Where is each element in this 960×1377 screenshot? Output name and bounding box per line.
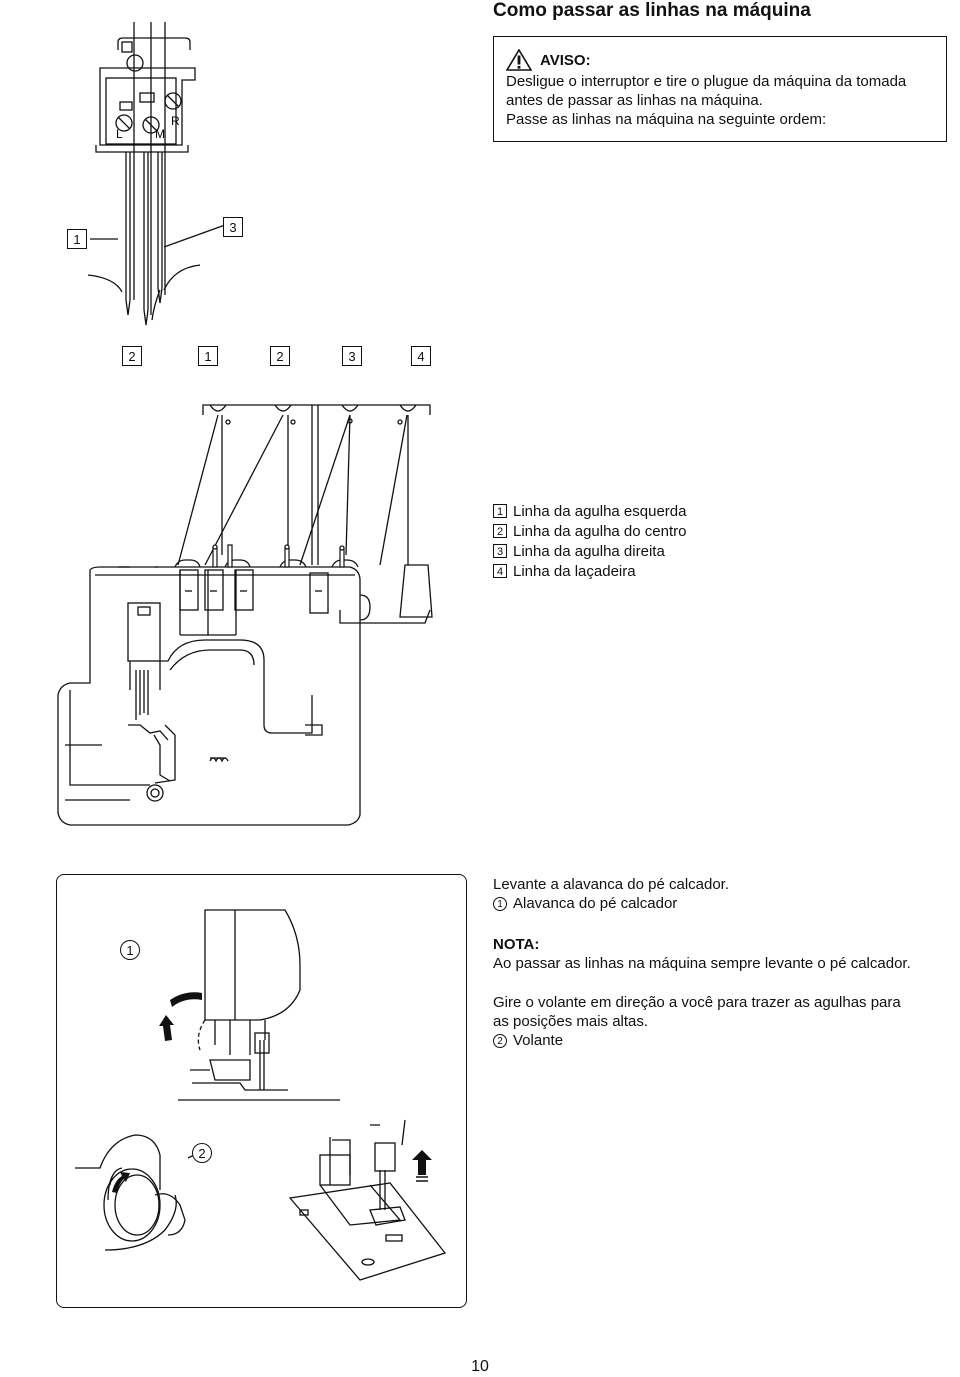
warning-line: antes de passar as linhas na máquina.: [506, 92, 763, 109]
handwheel-line: Gire o volante em direção a você para tr…: [493, 994, 901, 1011]
page-title: Como passar as linhas na máquina: [493, 0, 811, 21]
page-number: 10: [471, 1358, 489, 1375]
callout-thread-4: 4: [411, 346, 431, 366]
figure-box: [56, 874, 467, 1308]
callout-text: Volante: [513, 1032, 564, 1049]
callout-lever: 1: [120, 940, 140, 960]
warning-text: Desligue o interruptor e tire o plugue d…: [506, 72, 942, 129]
needle-clamp-figure: L M R: [87, 22, 226, 326]
warning-heading-text: AVISO:: [540, 51, 591, 69]
callout-needle-center: 2: [122, 346, 142, 366]
presser-foot-instruction: Levante a alavanca do pé calcador.: [493, 876, 730, 893]
legend-item: 2 Linha da agulha do centro: [493, 522, 686, 542]
note-heading: NOTA:: [493, 936, 540, 953]
callout-thread-3: 3: [342, 346, 362, 366]
legend-text: Linha da agulha direita: [513, 543, 665, 560]
legend-text: Linha da laçadeira: [513, 563, 636, 580]
callout-thread-2: 2: [270, 346, 290, 366]
callout-text: Alavanca do pé calcador: [513, 895, 678, 912]
legend-num: 3: [493, 544, 507, 558]
warning-line: Passe as linhas na máquina na seguinte o…: [506, 111, 827, 128]
warning-box: AVISO: Desligue o interruptor e tire o p…: [493, 36, 947, 142]
note-text: Ao passar as linhas na máquina sempre le…: [493, 955, 911, 972]
callout-needle-right: 3: [223, 217, 243, 237]
callout-num: 1: [493, 897, 507, 911]
handwheel-line: as posições mais altas.: [493, 1013, 649, 1030]
callout-needle-left: 1: [67, 229, 87, 249]
serger-thread-path-figure: [57, 404, 433, 826]
legend-item: 3 Linha da agulha direita: [493, 542, 686, 562]
needle-raised-figure: [288, 1119, 447, 1281]
legend-num: 1: [493, 504, 507, 518]
legend-num: 2: [493, 524, 507, 538]
legend-text: Linha da agulha do centro: [513, 523, 687, 540]
callout-wheel: 2: [192, 1143, 212, 1163]
warning-heading: AVISO:: [506, 49, 591, 71]
legend-text: Linha da agulha esquerda: [513, 503, 687, 520]
legend-item: 1 Linha da agulha esquerda: [493, 502, 686, 522]
callout-num: 2: [493, 1034, 507, 1048]
handwheel-figure: [75, 1134, 200, 1251]
handwheel-callout: 2 Volante: [493, 1031, 563, 1051]
legend-num: 4: [493, 564, 507, 578]
legend-item: 4 Linha da laçadeira: [493, 562, 686, 582]
warning-line: Desligue o interruptor e tire o plugue d…: [506, 73, 907, 90]
needle-label-left: L: [116, 127, 123, 141]
presser-foot-callout: 1 Alavanca do pé calcador: [493, 894, 677, 914]
needle-label-middle: M: [155, 127, 165, 141]
needle-label-right: R: [171, 114, 180, 128]
presser-foot-lever-figure: [159, 909, 340, 1101]
warning-icon: [506, 49, 532, 71]
callout-thread-1: 1: [198, 346, 218, 366]
